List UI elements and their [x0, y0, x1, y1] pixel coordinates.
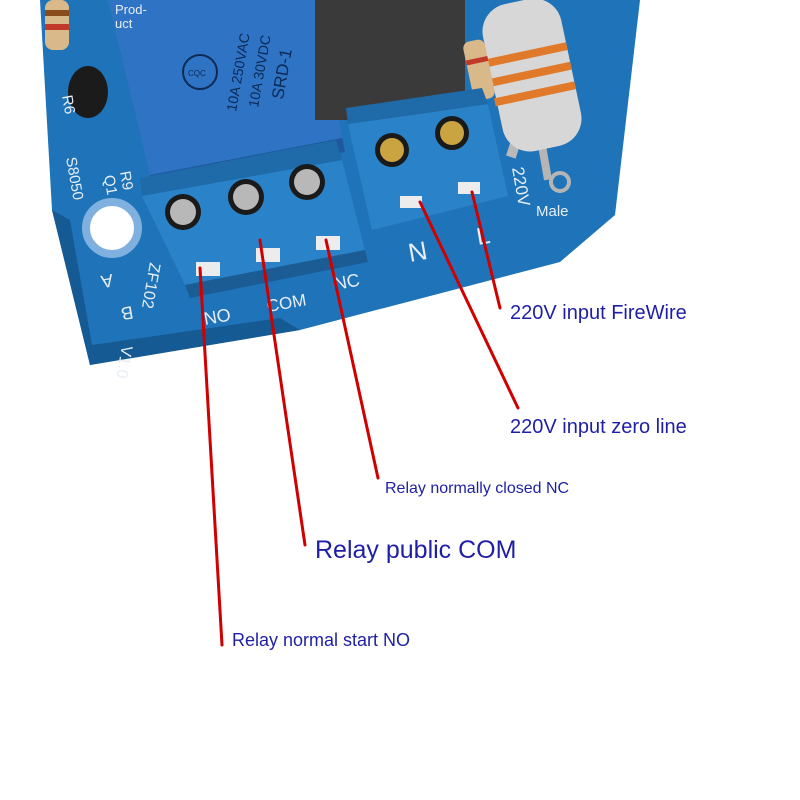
silk-product-2: uct: [115, 16, 133, 31]
callout-zero-line: 220V input zero line: [510, 416, 687, 438]
silk-product-1: Prod-: [115, 2, 147, 17]
silk-q1: Q1: [100, 174, 120, 197]
terminal-block-2pin: [346, 88, 508, 230]
resistor-small: [463, 39, 495, 101]
terminal-block-3pin: [140, 140, 368, 298]
transistor-q1: [68, 66, 108, 118]
silk-version-b: B: [119, 302, 134, 324]
pointer-firewire: [470, 190, 502, 310]
pointer-com: [258, 238, 307, 547]
silk-version-a: A: [99, 270, 114, 292]
silk-version-v: V1.0: [112, 344, 134, 379]
resistor-left: [45, 0, 69, 50]
silk-r6: R6: [58, 94, 78, 116]
callout-no: Relay normal start NO: [232, 630, 411, 650]
silk-male: Male: [536, 203, 569, 220]
silk-terminal-n: N: [406, 235, 430, 268]
pointer-no: [198, 266, 224, 647]
pointer-zero-line: [418, 200, 520, 410]
pointer-lines: [198, 190, 520, 647]
pcb-board-shade: [52, 210, 300, 365]
pointer-nc: [324, 238, 380, 480]
callout-firewire: 220V input FireWire: [510, 302, 687, 324]
callout-nc: Relay normally closed NC: [385, 480, 570, 497]
mounting-hole: [82, 198, 142, 258]
silk-r9: R9: [116, 170, 136, 192]
callout-com: Relay public COM: [315, 536, 517, 564]
relay: CQC 10A 250VAC 10A 30VDC SRD-1: [108, 0, 345, 190]
silk-terminal-no: NO: [202, 305, 232, 329]
relay-cert-mark: CQC: [188, 69, 206, 78]
ceramic-resistor: [482, 0, 582, 193]
